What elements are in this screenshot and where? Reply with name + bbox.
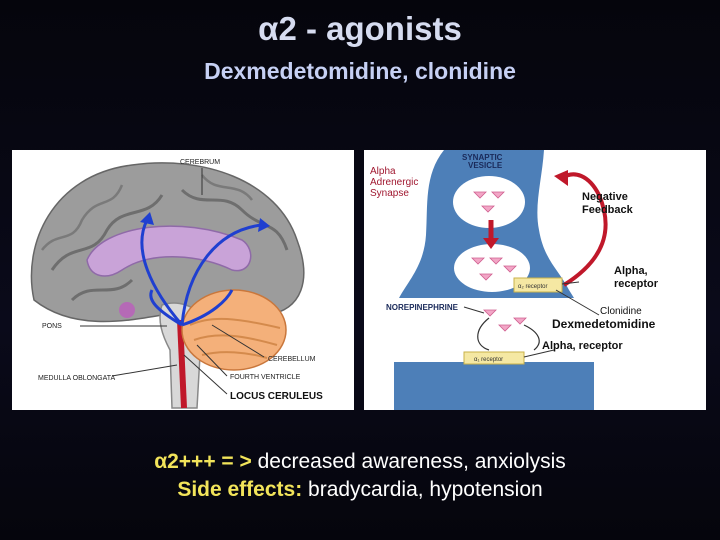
pituitary-blob [119, 302, 135, 318]
caption-1-text: decreased awareness, anxiolysis [251, 450, 566, 473]
label-dexmedetomidine: Dexmedetomidine [552, 317, 656, 331]
label-alpha: Alpha [370, 166, 396, 177]
caption-line-2: Side effects: bradycardia, hypotension [0, 478, 720, 502]
label-fourth-ventricle: FOURTH VENTRICLE [230, 374, 301, 381]
a2-receptor-shape [513, 277, 563, 293]
reuptake-arrow [477, 317, 490, 351]
vesicle-bottom [454, 244, 530, 292]
release-arrow-head [483, 238, 499, 249]
synapse-illustration: α₂ receptor α₁ receptor Alpha Adrenergic… [370, 150, 659, 410]
cerebellum-folds [189, 317, 281, 359]
gyri-lines [50, 188, 289, 302]
slide-subtitle: Dexmedetomidine, clonidine [204, 58, 516, 84]
cerebellum-shape [181, 289, 287, 371]
label-medulla: MEDULLA OBLONGATA [38, 375, 115, 382]
label-cerebellum: CEREBELLUM [268, 356, 316, 363]
label-adrenergic: Adrenergic [370, 177, 418, 188]
brain-diagram: CEREBRUM PONS MEDULLA OBLONGATA CEREBELL… [12, 150, 354, 410]
label-clonidine: Clonidine [600, 306, 642, 317]
postsynaptic-terminal [394, 362, 594, 410]
label-alpha-receptor-1: Alpha, [614, 265, 648, 277]
label-alpha-receptor-2: receptor [614, 278, 659, 290]
leader-lines [80, 168, 265, 395]
caption-1-highlight: α2+++ = > [154, 450, 252, 473]
negative-feedback-arrow [560, 172, 608, 287]
ne-molecules [471, 191, 527, 332]
label-locus-ceruleus: LOCUS CERULEUS [230, 391, 323, 402]
label-synapse: Synapse [370, 188, 409, 199]
label-pons: PONS [42, 323, 62, 330]
label-alpha-receptor-bottom: Alpha, receptor [542, 340, 623, 352]
label-feedback: Feedback [582, 204, 634, 216]
caption-2-highlight: Side effects: [177, 478, 303, 501]
negative-feedback-arrowhead [554, 170, 568, 186]
gyri-lines-2 [41, 174, 253, 251]
diffusion-arrow [523, 324, 540, 351]
caption-line-1: α2+++ = > decreased awareness, anxiolysi… [0, 450, 720, 474]
a2-receptor-label: α₂ receptor [518, 284, 547, 290]
label-negative: Negative [582, 191, 628, 203]
vesicle-top [453, 176, 525, 228]
slide-title: α2 - agonists [258, 10, 462, 47]
arrowhead [140, 212, 154, 225]
label-synaptic: SYNAPTIC [462, 153, 503, 162]
label-vesicle: VESICLE [468, 161, 503, 170]
a1-receptor-label: α₁ receptor [474, 357, 503, 363]
projection-arrows [140, 219, 263, 327]
label-norepinephrine: NOREPINEPHRINE [386, 303, 459, 312]
locus-stripe [177, 319, 187, 409]
brain-illustration: CEREBRUM PONS MEDULLA OBLONGATA CEREBELL… [30, 159, 323, 409]
limbic-region [86, 225, 252, 277]
caption-2-text: bradycardia, hypotension [302, 478, 543, 501]
synapse-diagram: α₂ receptor α₁ receptor Alpha Adrenergic… [364, 150, 706, 410]
a1-receptor-shape [463, 351, 525, 365]
arrowhead [258, 218, 270, 232]
synapse-leader-lines [463, 281, 600, 358]
label-cerebrum: CEREBRUM [180, 159, 220, 166]
